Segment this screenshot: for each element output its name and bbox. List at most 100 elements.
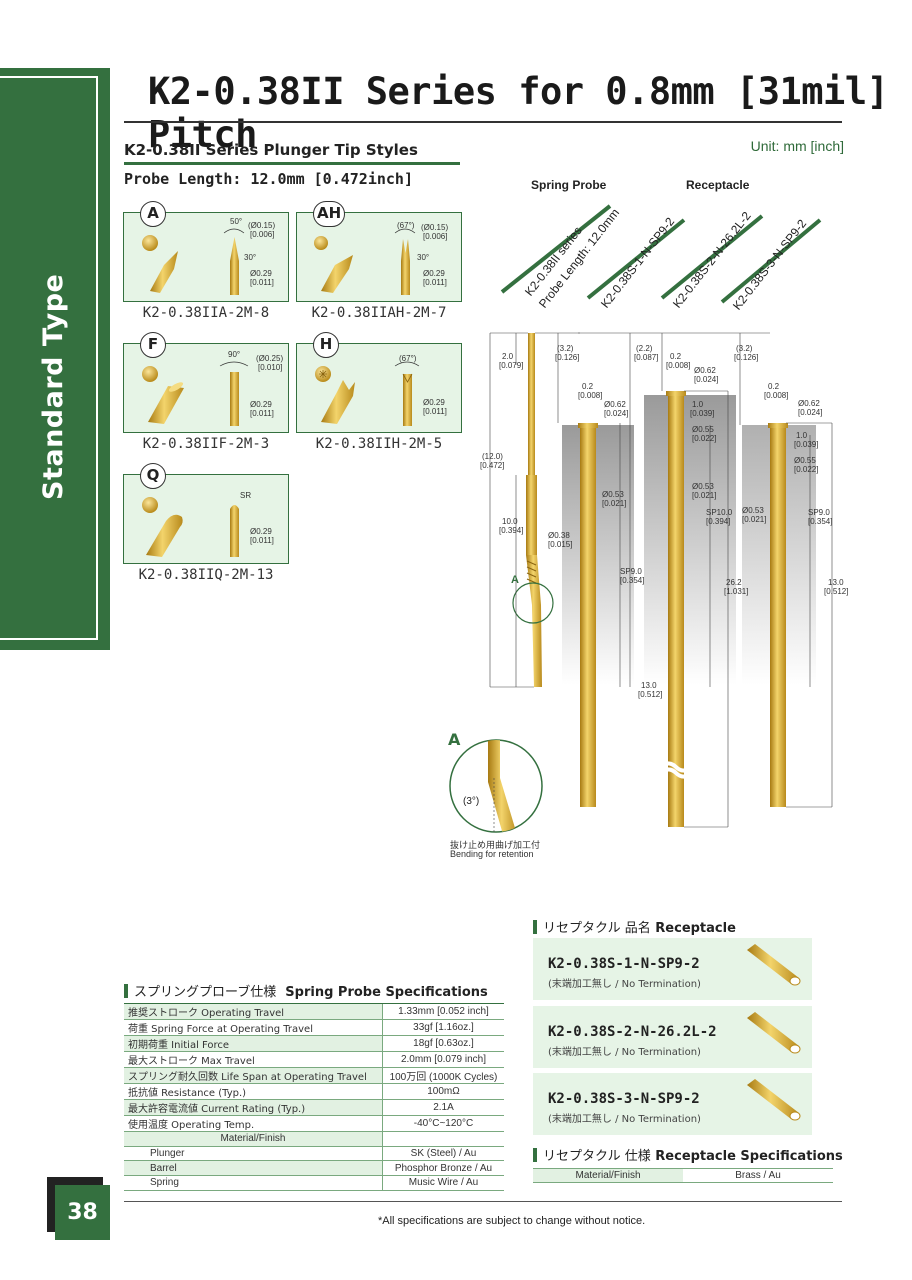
spring-specs-heading-jp: スプリングプローブ仕様 — [134, 985, 277, 1000]
dim-dia-038: Ø0.38 — [548, 531, 570, 540]
table-row: 使用温度 Operating Temp.-40°C~120°C — [124, 1115, 504, 1132]
spec-value: 100万回 (1000K Cycles) — [381, 1067, 504, 1084]
name-stripes — [500, 204, 822, 304]
receptacle-card: K2-0.38S-2-N-26.2L-2 (末端加工無し / No Termin… — [533, 1006, 812, 1068]
dim-13-0b: 13.0 — [828, 578, 844, 587]
tip-dia: (Ø0.25) — [256, 354, 284, 363]
dim-10-0: 10.0 — [502, 517, 518, 526]
receptacle-heading: Receptacle — [686, 178, 750, 192]
receptacle-heading-section: リセプタクル 品名 Receptacle — [533, 917, 736, 936]
page-title: K2-0.38II Series for 0.8mm [31mil] Pitch — [148, 70, 889, 156]
tip-card-f: F 90° (Ø0.25) [0.010] Ø0.29 [0.011] — [123, 332, 289, 433]
tip-body-dia: Ø0.29 — [250, 269, 272, 278]
spec-table-top-rule — [124, 1003, 504, 1004]
material-value: SK (Steel) / Au — [381, 1146, 504, 1162]
tip-q-drawing — [142, 497, 239, 557]
dim-1-0: 1.0 — [692, 400, 704, 409]
table-row: 最大許容電流値 Current Rating (Typ.)2.1A — [124, 1099, 504, 1116]
spring-specs-heading: スプリングプローブ仕様 Spring Probe Specifications — [124, 981, 488, 1000]
dim-dia-055b-in: [0.022] — [794, 465, 819, 474]
dim-13-0b-in: [0.512] — [824, 587, 849, 596]
dim-2-0: 2.0 — [502, 352, 514, 361]
tip-body-dia-in: [0.011] — [250, 536, 274, 545]
tip-card-a: A 50° (Ø0.15) [0.006] 30° Ø0.29 [0.011] — [123, 201, 289, 302]
tip-badge: Q — [140, 463, 166, 489]
tip-angle2: 30° — [417, 253, 430, 262]
material-value: Phosphor Bronze / Au — [381, 1160, 504, 1177]
dim-dia-062b-in: [0.024] — [694, 375, 719, 384]
dim-dia-062b: Ø0.62 — [694, 366, 716, 375]
spec-value: -40°C~120°C — [381, 1115, 504, 1132]
material-key: Plunger — [124, 1146, 383, 1162]
dim-0-2b-in: [0.008] — [666, 361, 691, 370]
tip-dia-in: [0.010] — [258, 363, 283, 372]
tip-dia: (Ø0.15) — [421, 223, 449, 232]
tip-badge: AH — [313, 201, 346, 227]
receptacle-spec-heading-en: Receptacle Specifications — [655, 1149, 843, 1164]
dim-13-0: 13.0 — [641, 681, 657, 690]
dim-1-0b-in: [0.039] — [794, 440, 819, 449]
dim-12-0-in: [0.472] — [480, 461, 505, 470]
table-row: Material/Finish Brass / Au — [533, 1168, 833, 1183]
dim-3-2: (3.2) — [557, 344, 574, 353]
tip-body-dia: Ø0.29 — [250, 527, 272, 536]
dim-1-0-in: [0.039] — [690, 409, 715, 418]
dim-dia-053: Ø0.53 — [602, 490, 624, 499]
dim-sp10-in: [0.394] — [706, 517, 731, 526]
receptacle-spec-value: Brass / Au — [683, 1168, 833, 1183]
receptacle-sub: (末端加工無し / No Termination) — [548, 979, 701, 990]
receptacle-card: K2-0.38S-1-N-SP9-2 (末端加工無し / No Terminat… — [533, 938, 812, 1000]
dim-sp9-in: [0.354] — [620, 576, 645, 585]
tip-body-dia-in: [0.011] — [250, 409, 274, 418]
spec-key: 荷重 Spring Force at Operating Travel — [124, 1019, 383, 1036]
dim-0-2: 0.2 — [582, 382, 594, 391]
receptacle-heading-en: Receptacle — [655, 921, 736, 936]
receptacle-spec-heading: リセプタクル 仕様 Receptacle Specifications — [533, 1145, 843, 1164]
receptacle-tube-image — [747, 944, 801, 986]
dim-dia-038-in: [0.015] — [548, 540, 573, 549]
spec-key: 最大許容電流値 Current Rating (Typ.) — [124, 1099, 383, 1116]
tip-body-dia-in: [0.011] — [423, 278, 447, 287]
dim-1-0b: 1.0 — [796, 431, 808, 440]
title-divider — [124, 121, 842, 123]
tip-body-dia-in: [0.011] — [250, 278, 274, 287]
tip-body-dia: Ø0.29 — [250, 400, 272, 409]
tip-h-drawing — [315, 361, 420, 426]
dim-0-2-in: [0.008] — [578, 391, 603, 400]
detail-marker-a: A — [511, 574, 519, 586]
tip-card-h: H (67°) Ø0.29 [0.011] — [296, 332, 462, 433]
tip-badge: A — [140, 201, 166, 227]
tip-angle: (67°) — [397, 221, 415, 230]
receptacle-name: K2-0.38S-3-N-SP9-2 — [548, 1091, 700, 1107]
spec-value: 33gf [1.16oz.] — [381, 1019, 504, 1036]
dim-26-2: 26.2 — [726, 578, 742, 587]
dim-dia-053c-in: [0.021] — [742, 515, 767, 524]
dim-3-2-in: [0.126] — [555, 353, 580, 362]
spec-value: 100mΩ — [381, 1083, 504, 1100]
tip-card-ah: AH (67°) (Ø0.15) [0.006] 30° Ø0.29 [0.01… — [296, 201, 462, 302]
page-number: 38 — [55, 1185, 110, 1240]
tip-body-dia-in: [0.011] — [423, 407, 447, 416]
tip-a-drawing — [142, 228, 245, 295]
probe-length: Probe Length: 12.0mm [0.472inch] — [124, 170, 413, 188]
tip-badge: F — [140, 332, 166, 358]
footer-note: *All specifications are subject to chang… — [378, 1215, 646, 1227]
tip-body-dia: Ø0.29 — [423, 269, 445, 278]
dim-sp10: SP10.0 — [706, 508, 733, 517]
tip-dia: (Ø0.15) — [248, 221, 276, 230]
dim-0-2c-in: [0.008] — [764, 391, 789, 400]
bending-jp: 抜け止め用曲げ加工付 — [450, 841, 541, 851]
side-tab-label: Standard Type — [38, 273, 69, 500]
tip-body-dia: Ø0.29 — [423, 398, 445, 407]
tip-ah-drawing — [314, 228, 416, 295]
spec-value-empty — [381, 1131, 504, 1147]
side-tab — [0, 68, 110, 650]
material-value: Music Wire / Au — [381, 1175, 504, 1191]
dim-0-2c: 0.2 — [768, 382, 780, 391]
